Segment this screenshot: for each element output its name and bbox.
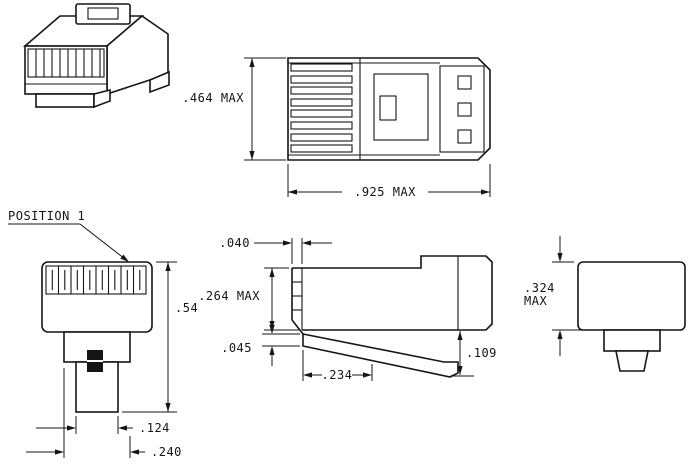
position-1-label: POSITION 1 bbox=[8, 209, 85, 223]
end-view bbox=[577, 261, 686, 372]
dim-front-view-neck-width-label: .240 bbox=[151, 445, 182, 459]
dim-side-view-latch-offset: .234 bbox=[302, 350, 373, 382]
dim-side-view-latch-thickness-label: .045 bbox=[221, 341, 252, 355]
top-view-rear-detail-squares bbox=[457, 75, 472, 144]
dim-front-view-height-label: .54 bbox=[175, 301, 198, 315]
dim-side-view-latch-thickness: .045 bbox=[221, 325, 300, 366]
side-view-contact-ticks bbox=[292, 281, 302, 311]
dim-top-view-height: .464 MAX bbox=[182, 57, 286, 161]
front-view bbox=[41, 261, 153, 413]
dim-side-view-latch-drop-label: .109 bbox=[466, 346, 497, 360]
dim-top-view-width: .925 MAX bbox=[287, 164, 491, 199]
top-view-contact-strips bbox=[290, 63, 353, 153]
front-view-contact-ticks bbox=[51, 270, 141, 290]
side-view-body-outline bbox=[292, 255, 493, 331]
dim-side-view-face-thickness-label: .040 bbox=[219, 236, 250, 250]
dim-side-view-latch-offset-label: .234 bbox=[322, 368, 353, 382]
dim-side-view-body-height-label: .264 MAX bbox=[198, 289, 260, 303]
dim-side-view-latch-drop: .109 bbox=[450, 331, 497, 377]
iso-boot bbox=[35, 93, 95, 108]
dim-front-view-tab-width-label: .124 bbox=[139, 421, 170, 435]
dim-side-view-face-thickness: .040 bbox=[219, 236, 332, 264]
dim-front-view-height: .54 bbox=[122, 261, 198, 413]
isometric-view bbox=[22, 3, 170, 109]
top-view-latch-hole bbox=[379, 95, 397, 121]
iso-contact-comb bbox=[25, 48, 107, 85]
side-view-front-chamfer bbox=[291, 319, 304, 335]
front-view-comb-dividers bbox=[57, 266, 135, 294]
dim-end-view-height-qualifier: MAX bbox=[524, 294, 547, 308]
dim-side-view-body-height: .264 MAX bbox=[198, 267, 299, 331]
top-view bbox=[287, 57, 491, 161]
iso-boot-side bbox=[93, 88, 111, 109]
dim-end-view-height: .324 MAX bbox=[524, 236, 600, 356]
end-view-body bbox=[577, 261, 686, 331]
dim-front-view-tab-width: .124 bbox=[36, 416, 170, 435]
end-view-tab bbox=[615, 350, 649, 372]
side-view bbox=[291, 255, 493, 378]
iso-latch-window bbox=[87, 7, 119, 20]
dim-front-view-neck-width: .240 bbox=[26, 368, 182, 459]
side-view-latch bbox=[302, 333, 459, 378]
end-view-neck bbox=[603, 329, 661, 352]
callout-position-1: POSITION 1 bbox=[8, 209, 129, 262]
iso-side-tab bbox=[149, 70, 170, 94]
dim-end-view-height-value: .324 bbox=[524, 281, 555, 295]
dim-top-view-width-label: .925 MAX bbox=[354, 185, 416, 199]
dim-top-view-height-label: .464 MAX bbox=[182, 91, 244, 105]
front-view-tab bbox=[75, 361, 119, 413]
